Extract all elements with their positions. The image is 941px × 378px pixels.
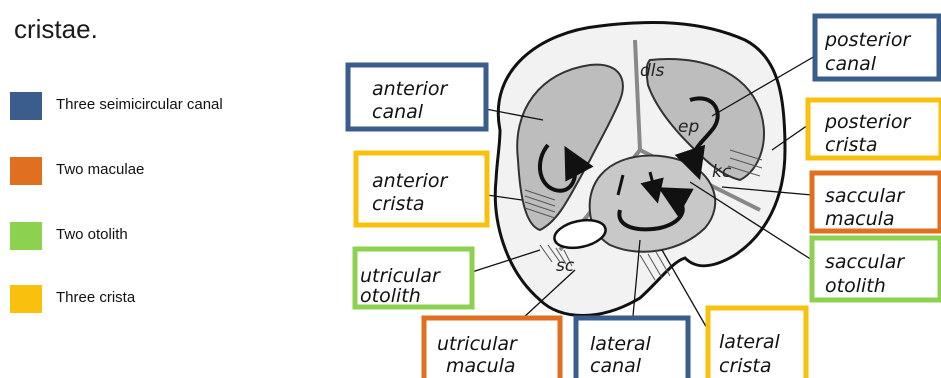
box-saccular-otolith: saccular otolith — [812, 238, 940, 300]
svg-text:macula: macula — [446, 355, 516, 377]
box-saccular-macula: saccular macula — [812, 173, 940, 231]
svg-text:otolith: otolith — [825, 275, 886, 297]
svg-text:crista: crista — [372, 193, 425, 215]
svg-text:utricular: utricular — [360, 265, 441, 287]
svg-text:lateral: lateral — [719, 331, 781, 353]
svg-text:canal: canal — [590, 355, 642, 377]
box-anterior-crista: anterior crista — [356, 153, 487, 225]
svg-text:utricular: utricular — [437, 333, 518, 355]
box-lateral-crista: lateral crista — [708, 308, 806, 378]
svg-text:anterior: anterior — [372, 170, 449, 192]
svg-text:macula: macula — [825, 208, 895, 230]
svg-text:otolith: otolith — [360, 285, 421, 307]
svg-text:posterior: posterior — [824, 29, 911, 51]
ep-label: ep — [678, 117, 699, 137]
dls-label: dls — [640, 61, 665, 81]
svg-text:anterior: anterior — [372, 78, 449, 100]
kc-label: kc — [712, 162, 732, 182]
svg-text:canal: canal — [372, 101, 424, 123]
svg-text:saccular: saccular — [825, 185, 905, 207]
svg-text:lateral: lateral — [590, 333, 652, 355]
svg-text:saccular: saccular — [825, 251, 905, 273]
svg-text:posterior: posterior — [824, 111, 911, 133]
svg-text:crista: crista — [719, 355, 772, 377]
box-anterior-canal: anterior canal — [348, 65, 486, 129]
svg-text:canal: canal — [825, 53, 877, 75]
box-posterior-canal: posterior canal — [815, 16, 939, 79]
box-utricular-macula: utricular macula — [424, 318, 560, 378]
box-utricular-otolith: utricular otolith — [355, 249, 472, 307]
box-lateral-canal: lateral canal — [576, 318, 688, 378]
box-posterior-crista: posterior crista — [808, 100, 941, 158]
svg-text:crista: crista — [825, 134, 878, 156]
